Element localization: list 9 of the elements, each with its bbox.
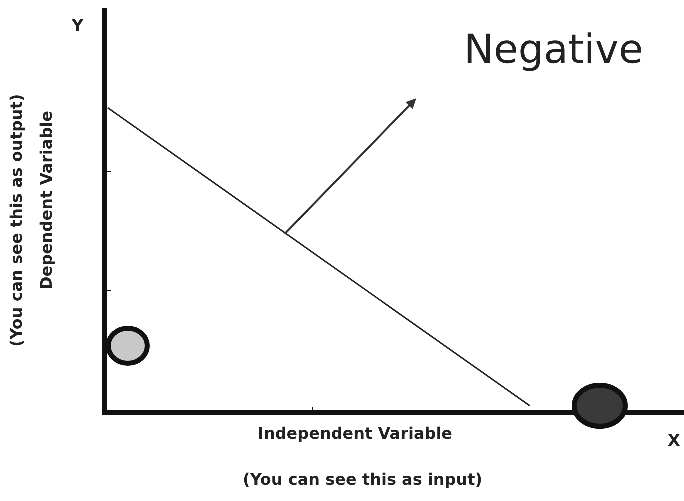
chart-title: Negative	[464, 30, 644, 70]
axis-note: (You can see this as output)	[9, 94, 25, 346]
axis-label: Dependent Variable	[39, 110, 55, 290]
axis-label: X	[668, 433, 680, 449]
axis-label: Y	[72, 18, 84, 34]
axis-note: (You can see this as input)	[243, 472, 483, 488]
circle-marker	[106, 326, 150, 366]
circle-marker	[572, 383, 628, 429]
axis-label: Independent Variable	[258, 426, 453, 442]
